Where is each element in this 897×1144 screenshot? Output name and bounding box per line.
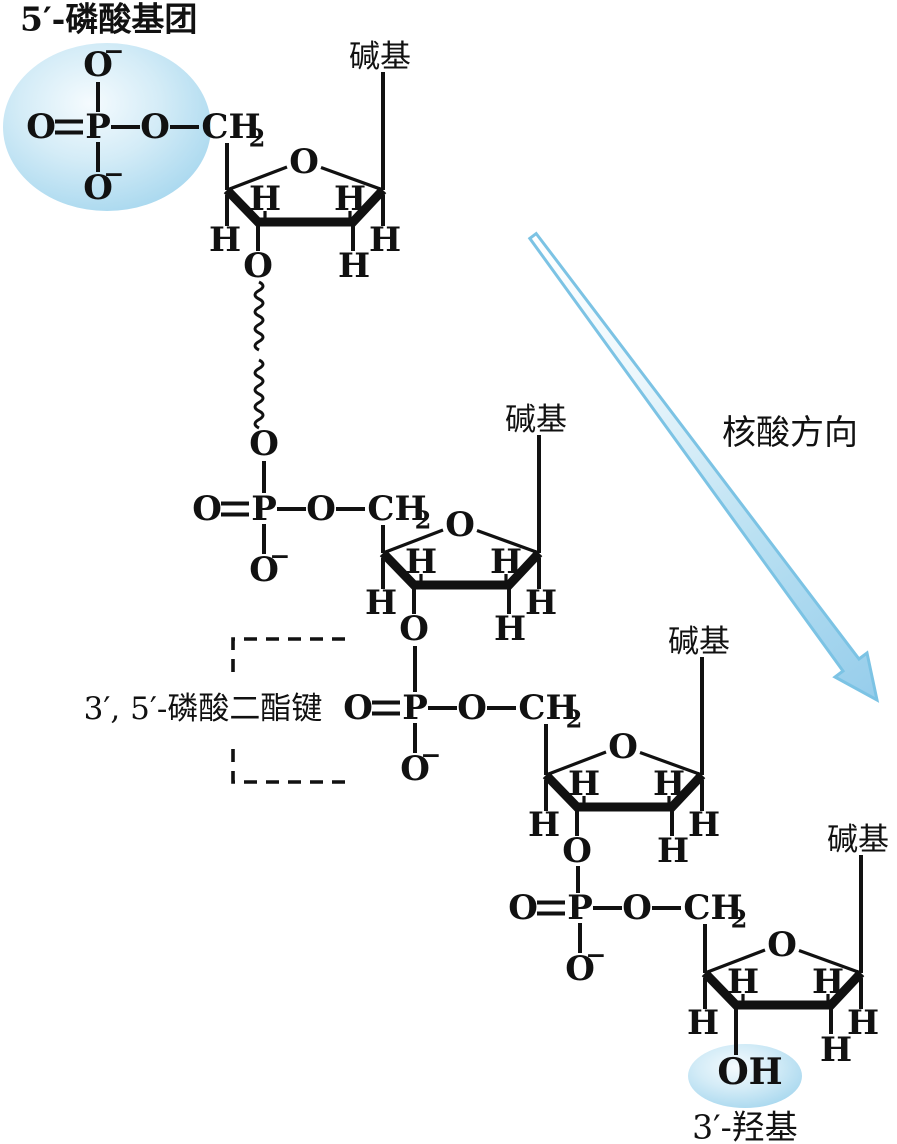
ch2-group: CH [683,888,742,928]
oxygen-atom: O [192,489,222,529]
oxygen-atom: O [622,888,652,928]
ch2-group: CH [367,489,426,529]
oxygen-atom: O [400,749,430,789]
oxygen-atom: O [457,688,487,728]
base-label-4: 碱基 [827,822,889,858]
phosphate-group-1: O P O CH 2 O − O − [26,37,265,209]
ch2-subscript: 2 [415,506,432,535]
minus-charge: − [421,741,442,770]
ring-oxygen: O [445,505,475,545]
oxygen-atom: O [399,609,429,649]
ring-front-edge [379,549,543,590]
phosphate-group-title: 5′-磷酸基团 [20,0,197,39]
phosphodiester-bracket-bottom [231,749,345,784]
phosphate-group-4: O P O CH 2 O − [508,866,747,989]
phosphodiester-bracket-top [231,637,345,673]
oxygen-atom: O [249,424,279,464]
sugar-ring-3: 碱基 O H H H H H O [528,624,730,871]
ring-front-edge [542,771,706,812]
ring-edge [545,750,607,777]
hydrogen-atom: H [688,805,720,845]
hydrogen-atom: H [369,220,401,260]
hydrogen-atom: H [820,1030,852,1070]
ring-edge [226,165,288,192]
hydrogen-atom: H [338,246,370,286]
hydroxyl-highlight-ellipse [688,1044,802,1108]
chain-continuation-squiggle [253,358,265,430]
ring-front-edge [701,969,865,1010]
ring-edge [382,528,444,555]
minus-charge: − [104,37,125,66]
oxygen-atom: O [140,107,170,147]
hydrogen-atom: H [847,1003,879,1043]
oxygen-atom: O [562,831,592,871]
hydrogen-atom: H [209,220,241,260]
ch2-group: CH [518,688,577,728]
base-label-3: 碱基 [668,624,730,660]
phosphate-group-2: O O P O CH 2 O − [192,424,431,590]
minus-charge: − [586,941,607,970]
ch2-subscript: 2 [249,124,266,153]
phosphorus-atom: P [567,888,593,928]
oxygen-atom: O [243,246,273,286]
oxygen-atom: O [83,168,113,208]
phosphorus-atom: P [402,688,428,728]
oxygen-atom: O [508,888,538,928]
oxygen-atom: O [565,949,595,989]
ring-edge [639,750,703,777]
phosphorus-atom: P [251,489,277,529]
ring-edge [704,948,766,975]
ring-edge [320,165,384,192]
base-label-2: 碱基 [505,402,567,438]
minus-charge: − [104,160,125,189]
sugar-ring-1: 碱基 O H H H H H O [209,39,411,286]
nucleic-acid-direction-arrow [527,231,880,703]
sugar-ring-2: 碱基 O H H H H H O [365,402,567,649]
ch2-subscript: 2 [566,705,583,734]
hydrogen-atom: H [687,1003,719,1043]
hydrogen-atom: H [525,583,557,623]
oxygen-atom: O [306,489,336,529]
phosphorus-atom: P [85,107,111,147]
hydrogen-atom: H [494,609,526,649]
hydrogen-atom: H [365,583,397,623]
ring-oxygen: O [608,727,638,767]
oxygen-atom: O [249,550,279,590]
hydrogen-atom: H [657,831,689,871]
oxygen-atom: O [83,45,113,85]
ch2-group: CH [201,107,260,147]
phosphate-highlight-ellipse [3,43,211,211]
ch2-subscript: 2 [731,905,748,934]
base-label-1: 碱基 [349,39,411,75]
ring-front-edge [223,186,387,227]
ring-edge [798,948,862,975]
hydrogen-atom: H [528,805,560,845]
chain-continuation-squiggle [253,280,265,352]
ring-oxygen: O [289,142,319,182]
minus-charge: − [270,542,291,571]
phosphate-group-3: O P O CH 2 O − [343,646,582,789]
ring-edge [476,528,540,555]
sugar-ring-4: 碱基 O H H H H H [687,822,889,1070]
phosphodiester-label: 3′, 5′-磷酸二酯键 [84,691,323,727]
hydroxyl-group: OH [717,1051,782,1093]
oxygen-atom: O [343,688,373,728]
oxygen-atom: O [26,107,56,147]
direction-label: 核酸方向 [722,413,858,453]
ring-oxygen: O [767,925,797,965]
hydroxyl-label: 3′-羟基 [692,1108,798,1144]
